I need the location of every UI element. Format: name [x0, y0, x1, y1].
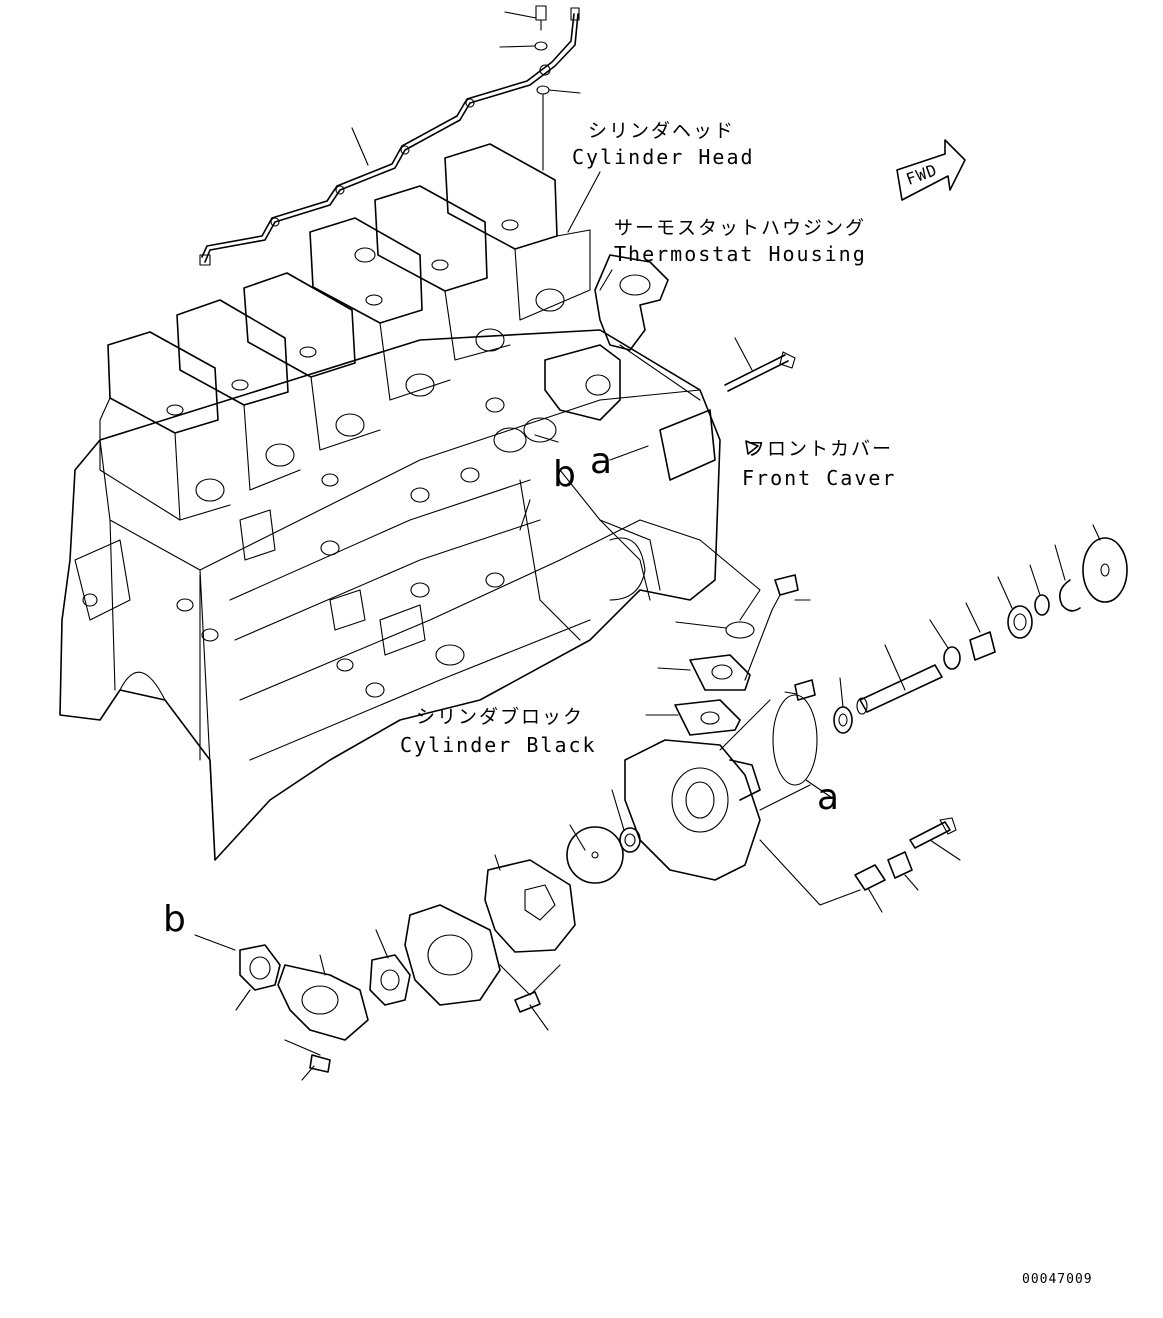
cylinder-head-label-jp: シリンダヘッド	[588, 120, 736, 142]
fwd-arrow	[896, 139, 966, 201]
thermostat-housing-label-en: Thermostat Housing	[614, 242, 867, 266]
bracket-parts	[854, 817, 961, 913]
ref-b-outlet: b	[163, 899, 186, 940]
cylinder-heads	[99, 143, 591, 521]
cylinder-head-label-en: Cylinder Head	[572, 145, 755, 169]
thermostat-housing	[544, 254, 716, 481]
cylinder-block-label-jp: シリンダブロック	[416, 706, 585, 728]
leader-lines	[194, 171, 861, 951]
ref-a-pump: a	[817, 777, 840, 818]
long-bolt	[724, 337, 796, 392]
front-cover-label-en: Front Caver	[742, 466, 897, 490]
thermostat-housing-label-jp: サーモスタットハウジング	[614, 217, 867, 239]
ref-b-upper: b	[553, 454, 576, 495]
cylinder-block	[59, 329, 721, 861]
ref-a-upper: a	[590, 441, 613, 482]
shaft-bearings	[833, 524, 1128, 734]
front-cover-label-jp: フロントカバー	[746, 438, 894, 460]
fuel-line	[199, 5, 581, 266]
drawing-number: 00047009	[1022, 1272, 1093, 1287]
water-pump	[235, 574, 836, 1081]
cylinder-block-label-en: Cylinder Black	[400, 733, 597, 757]
